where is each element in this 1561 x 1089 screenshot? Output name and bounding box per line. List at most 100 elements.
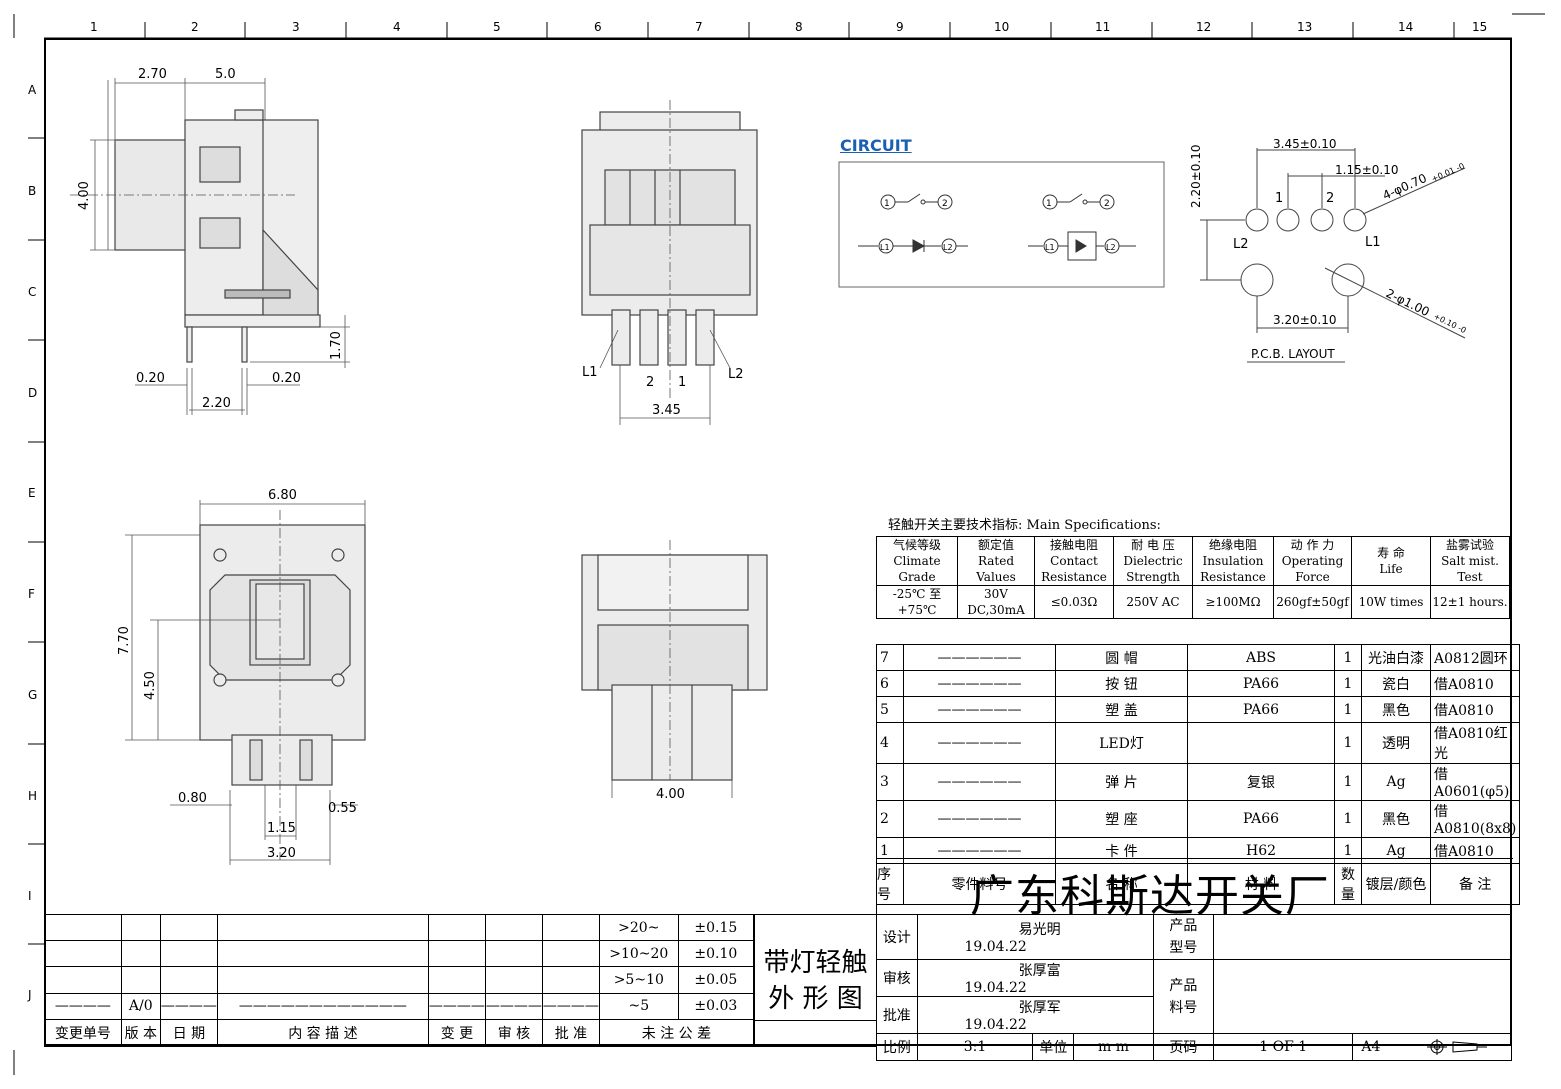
spec-header-en: Resistance	[1200, 570, 1266, 584]
part-finish: Ag	[1361, 837, 1431, 864]
approve-date: 19.04.22	[964, 1017, 1027, 1033]
part-no: 1	[876, 837, 904, 864]
spec-value: 260gf±50gf	[1273, 585, 1352, 619]
part-material: PA66	[1187, 696, 1335, 723]
tol-range: >5~10	[598, 966, 679, 994]
rev-cell: ————————————	[216, 992, 429, 1020]
spec-header-cn: 耐 电 压	[1131, 538, 1175, 552]
ruler-letter: J	[28, 988, 32, 1002]
pcb-pin-label: 1	[1275, 191, 1283, 206]
ruler-number: 1	[90, 20, 98, 34]
circuit-node-label: L1	[1045, 243, 1055, 252]
unit-label: 单位	[1032, 1033, 1075, 1061]
spec-value: 30V DC,30mA	[957, 585, 1035, 619]
pin-label: L1	[582, 365, 598, 380]
spec-header-cn: 盐雾试验	[1445, 538, 1494, 552]
spec-header-en: Life	[1379, 562, 1403, 576]
dim-label: 2.20	[202, 396, 231, 411]
spec-header-en: Test	[1457, 570, 1483, 584]
part-code: ——————	[903, 722, 1056, 764]
spec-title: 轻触开关主要技术指标: Main Specifications:	[888, 518, 1161, 533]
tol-value: ±0.10	[677, 940, 755, 968]
ruler-number: 6	[594, 20, 602, 34]
part-material: PA66	[1187, 670, 1335, 697]
page-label: 页码	[1152, 1033, 1215, 1061]
pcb-dim-label: 1.15±0.10	[1335, 163, 1399, 177]
ruler-letter: E	[28, 486, 36, 500]
part-qty: 1	[1334, 644, 1362, 671]
spec-header-en: Rated	[977, 554, 1015, 568]
part-code: ——————	[903, 644, 1056, 671]
rev-header: 日 期	[159, 1018, 218, 1048]
drawing-frame	[44, 38, 1512, 1046]
spec-value: 12±1 hours.	[1430, 585, 1510, 619]
spec-header-cn: 寿 命	[1377, 546, 1405, 560]
part-name: 塑 盖	[1055, 696, 1188, 723]
model-label: 产品 型号	[1169, 918, 1198, 956]
part-note: 借A0810(8x8)	[1429, 800, 1521, 838]
part-finish: 黑色	[1361, 696, 1431, 723]
part-material: 复银	[1187, 763, 1335, 801]
spec-header-en: Resistance	[1041, 570, 1107, 584]
tol-range: >20~	[598, 913, 679, 942]
page-value: 1 OF 1	[1213, 1033, 1354, 1061]
part-code: ——————	[903, 763, 1056, 801]
rev-header: 变 更	[427, 1018, 486, 1048]
approve-name: 张厚军	[1018, 1000, 1061, 1016]
parts-header: 序号	[876, 863, 904, 905]
parts-header: 零件料号	[903, 863, 1056, 905]
part-no: 2	[876, 800, 904, 838]
dim-label: 5.0	[215, 67, 236, 82]
spec-value: ≤0.03Ω	[1034, 585, 1114, 619]
design-date: 19.04.22	[964, 939, 1027, 955]
part-finish: 光油白漆	[1361, 644, 1431, 671]
spec-value-row: -25℃ 至 +75℃ 30V DC,30mA ≤0.03Ω 250V AC ≥…	[876, 585, 1510, 619]
part-name: 塑 座	[1055, 800, 1188, 838]
part-no: 7	[876, 644, 904, 671]
parts-header: 备 注	[1429, 863, 1521, 905]
pcb-title: P.C.B. LAYOUT	[1251, 347, 1335, 361]
ruler-number: 13	[1297, 20, 1313, 34]
design-label: 设计	[876, 914, 918, 960]
dim-label: 3.20	[267, 846, 296, 861]
company-name: 广东科斯达开关厂	[970, 871, 1330, 922]
dim-label: 2.70	[138, 67, 167, 82]
dim-label: 4.50	[143, 671, 158, 700]
spec-header-en: Force	[1295, 570, 1330, 584]
ruler-number: 15	[1472, 20, 1488, 34]
ruler-letter: B	[28, 184, 37, 198]
part-finish: 瓷白	[1361, 670, 1431, 697]
part-qty: 1	[1334, 763, 1362, 801]
parts-header-row: 序号零件料号名 称材 料数量镀层/颜色备 注	[876, 863, 1521, 905]
top-ruler: 1 2 3 4 5 6 7 8 9 10 11 12 13 14 15	[0, 0, 1561, 40]
dim-label: 1.15	[267, 821, 296, 836]
ruler-letter: C	[28, 285, 37, 299]
spec-header-en: Climate	[893, 554, 941, 568]
parts-header: 镀层/颜色	[1361, 863, 1431, 905]
part-note: 借A0601(φ5)	[1429, 763, 1521, 801]
dim-label: 4.00	[77, 181, 92, 210]
sheet-size: A4	[1361, 1039, 1381, 1055]
pcb-dim-tolerance: +0.01 -0	[1430, 161, 1466, 183]
dim-label: 7.70	[117, 626, 132, 655]
approve-label: 批准	[876, 996, 918, 1034]
circuit-title: CIRCUIT	[840, 136, 912, 155]
dim-label: 0.80	[178, 791, 207, 806]
ruler-number: 7	[695, 20, 703, 34]
part-note: A0812圆环	[1429, 644, 1521, 671]
spec-header-cn: 气候等级	[892, 538, 941, 552]
spec-value: 250V AC	[1113, 585, 1193, 619]
dim-label: 1.70	[329, 331, 344, 360]
spec-header-cn: 接触电阻	[1049, 538, 1098, 552]
ruler-number: 12	[1196, 20, 1212, 34]
rev-cell: ————	[44, 992, 122, 1020]
spec-header-cn: 动 作 力	[1290, 538, 1335, 552]
circuit-panel: CIRCUIT 1 2 L1 L2 1 2 L1 L2	[838, 134, 1168, 294]
front-view-drawing: L1 2 1 L2 3.45	[581, 100, 758, 425]
dim-label: 4.00	[656, 787, 685, 800]
